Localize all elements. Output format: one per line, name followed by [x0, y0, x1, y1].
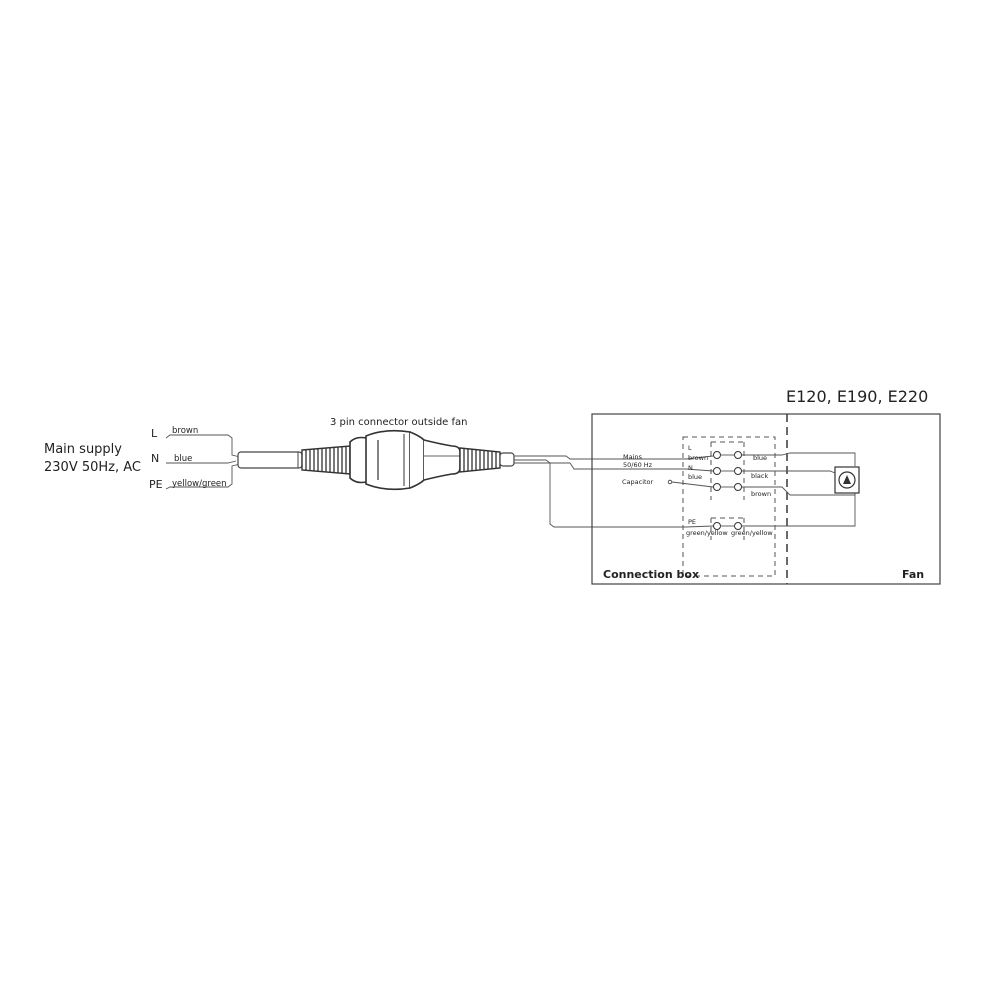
supply-N-color: blue [174, 454, 192, 464]
cable-to-box-wires [514, 455, 686, 528]
term-blue-out-label: blue [753, 454, 767, 462]
term-brown-out-label: brown [751, 490, 771, 498]
wire-L [165, 434, 241, 458]
term-black-out-label: black [751, 472, 768, 480]
mains-freq-label: 50/60 Hz [623, 461, 653, 469]
connector-label: 3 pin connector outside fan [330, 417, 468, 428]
term-L-label: L [688, 444, 692, 452]
wire-PE-box [514, 459, 686, 528]
wire-blue-fan [742, 452, 856, 466]
terminal-screws [713, 451, 742, 530]
screw-N-left [713, 467, 721, 475]
term-N-label: N [688, 464, 693, 472]
supply-N-label: N [151, 452, 159, 465]
supply-wires [165, 434, 241, 490]
screw-cap-left [713, 483, 721, 491]
term-brown-in-label: brown [688, 454, 708, 462]
wire-L-box [514, 455, 686, 460]
supply-PE-label: PE [149, 478, 163, 491]
supply-L-color: brown [172, 426, 198, 436]
fan-motor-symbol [834, 466, 860, 494]
fan-label: Fan [902, 568, 924, 581]
capacitor-terminal-icon [667, 479, 673, 485]
main-supply-voltage: 230V 50Hz, AC [44, 460, 141, 475]
connection-box-label: Connection box [603, 568, 699, 581]
wire-N-box [514, 462, 686, 470]
term-PE-label: PE [688, 518, 696, 526]
connector-body [349, 429, 461, 491]
term-blue-in-label: blue [688, 473, 702, 481]
screw-L-right [734, 451, 742, 459]
model-title: E120, E190, E220 [786, 387, 928, 406]
capacitor-label: Capacitor [622, 478, 654, 486]
strain-relief-right [459, 447, 501, 473]
supply-L-label: L [151, 427, 158, 440]
supply-PE-color: yellow/green [172, 479, 227, 489]
wire-N [166, 460, 237, 464]
screw-N-right [734, 467, 742, 475]
term-gy-right-label: green/yellow [731, 529, 773, 537]
wire-earth-fan [742, 495, 856, 527]
wire-PE [165, 463, 241, 490]
screw-cap-right [734, 483, 742, 491]
terminal-block [682, 436, 776, 577]
term-gy-left-label: green/yellow [686, 529, 728, 537]
strain-relief-left [301, 445, 351, 475]
enclosure-outline [591, 413, 941, 585]
wire-black-fan [742, 470, 836, 474]
terminal-jumpers [671, 454, 735, 528]
screw-L-left [713, 451, 721, 459]
cable-left [237, 451, 303, 469]
cable-right [499, 452, 515, 467]
mains-label: Mains [623, 453, 643, 461]
main-supply-title: Main supply [44, 442, 122, 457]
